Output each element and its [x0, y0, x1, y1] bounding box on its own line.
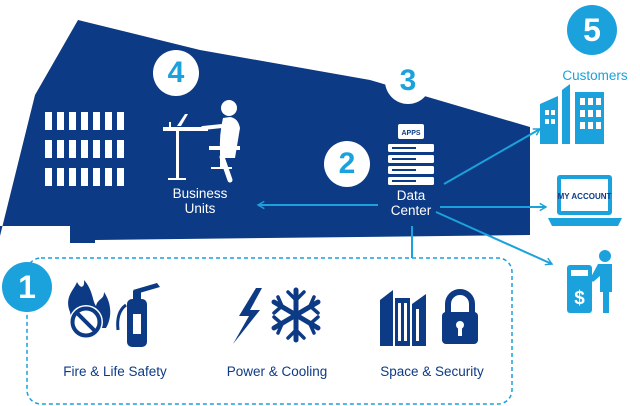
business-units-label-line1: Business: [172, 186, 228, 201]
fire-safety-icon: [68, 280, 111, 339]
atm-icon: $: [567, 250, 612, 313]
svg-text:$: $: [574, 288, 585, 309]
extinguisher-icon: [116, 283, 160, 347]
building-windows: [45, 112, 124, 186]
arrow-to-customers-building: [443, 128, 542, 185]
facilities-box: [26, 257, 513, 405]
customers-label: Customers: [562, 68, 628, 83]
office-building-icon: [540, 84, 604, 144]
business-units-label-line2: Units: [184, 201, 216, 216]
headquarters-building: [0, 20, 530, 243]
worker-at-desk-icon: [163, 100, 240, 183]
server-rack-icon: APPS: [388, 124, 434, 185]
step-4-badge: 4: [153, 50, 199, 96]
business-units-label: Business Units: [160, 186, 240, 216]
step-3-badge: 3: [385, 58, 431, 104]
lightning-icon: [233, 288, 262, 344]
apps-tag: APPS: [401, 130, 420, 137]
step-1-badge: 1: [2, 262, 52, 312]
snowflake-icon: [271, 287, 321, 343]
arrow-to-atm: [435, 211, 554, 266]
space-security-label: Space & Security: [380, 364, 484, 379]
step-2-badge: 2: [324, 141, 370, 187]
laptop-icon: MY ACCOUNT: [548, 175, 622, 226]
data-center-label-line1: Data: [396, 188, 426, 203]
data-center-label: Data Center: [376, 188, 446, 218]
fire-safety-label: Fire & Life Safety: [63, 364, 167, 379]
padlock-icon: [442, 289, 478, 344]
data-center-building-icon: [380, 290, 426, 346]
power-cooling-label: Power & Cooling: [226, 364, 328, 379]
connector-arrows: [256, 128, 554, 266]
my-account-text: MY ACCOUNT: [558, 192, 612, 201]
data-center-label-line2: Center: [390, 203, 432, 218]
step-5-badge: 5: [567, 5, 617, 55]
